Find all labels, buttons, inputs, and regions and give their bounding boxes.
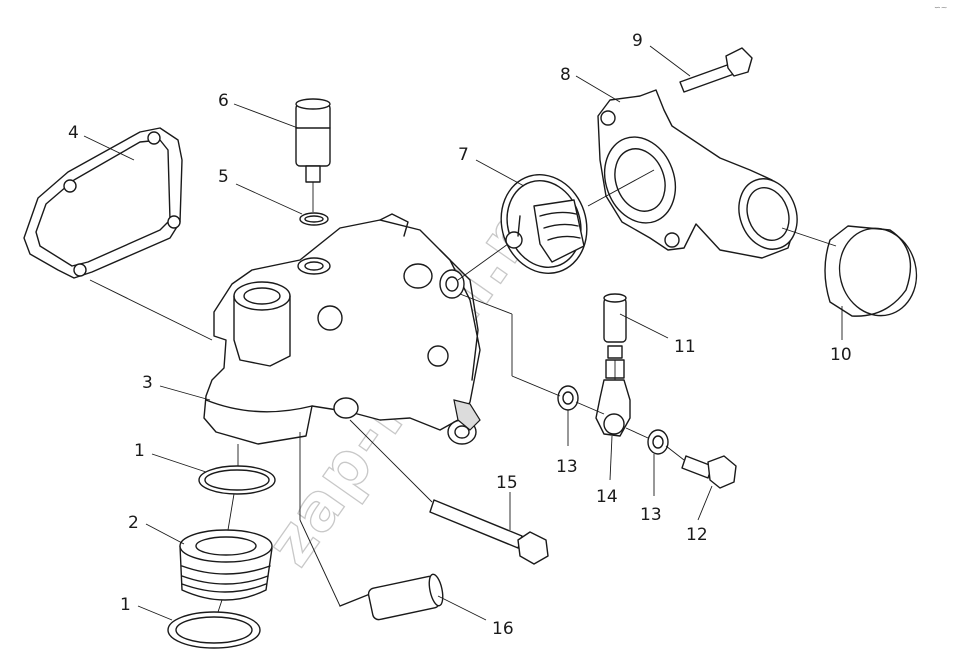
- washer-left: [557, 385, 579, 411]
- gasket-part: [23, 127, 183, 279]
- callout-3: 3: [142, 373, 153, 393]
- corner-mark: ∽~: [934, 3, 947, 12]
- thermostat-part: [500, 174, 588, 274]
- connector-pipe: [179, 529, 273, 601]
- callout-6: 6: [218, 91, 229, 111]
- assembly-lines: [89, 169, 837, 613]
- banjo-fitting: [595, 379, 631, 437]
- bolt-small: [681, 455, 737, 489]
- callout-1-lower: 1: [120, 595, 131, 615]
- leader-lines: [83, 45, 843, 621]
- thermostat-housing: [203, 213, 481, 445]
- oring-upper: [198, 465, 276, 495]
- callout-8: 8: [560, 65, 571, 85]
- outlet-housing: [597, 89, 798, 259]
- callout-1-upper: 1: [134, 441, 145, 461]
- callout-12: 12: [686, 525, 708, 545]
- callout-11: 11: [674, 337, 696, 357]
- bolt-short: [679, 47, 753, 93]
- callout-9: 9: [632, 31, 643, 51]
- callout-10: 10: [830, 345, 852, 365]
- callout-15: 15: [496, 473, 518, 493]
- washer-right: [647, 429, 669, 455]
- bleed-valve: [603, 293, 627, 379]
- callout-14: 14: [596, 487, 618, 507]
- sender-part: [295, 98, 331, 183]
- callout-labels: 1 1 2 3 4 5 6 7 8 9 10 11 12 13 13 14 15…: [68, 31, 852, 639]
- callout-7: 7: [458, 145, 469, 165]
- oring-lower: [167, 611, 261, 649]
- callout-13-left: 13: [556, 457, 578, 477]
- bolt-long: [429, 499, 549, 565]
- cap-part: [824, 225, 918, 317]
- small-oring: [299, 212, 329, 226]
- callout-16: 16: [492, 619, 514, 639]
- callout-4: 4: [68, 123, 79, 143]
- callout-13-right: 13: [640, 505, 662, 525]
- temp-sensor: [339, 573, 444, 621]
- callout-5: 5: [218, 167, 229, 187]
- callout-2: 2: [128, 513, 139, 533]
